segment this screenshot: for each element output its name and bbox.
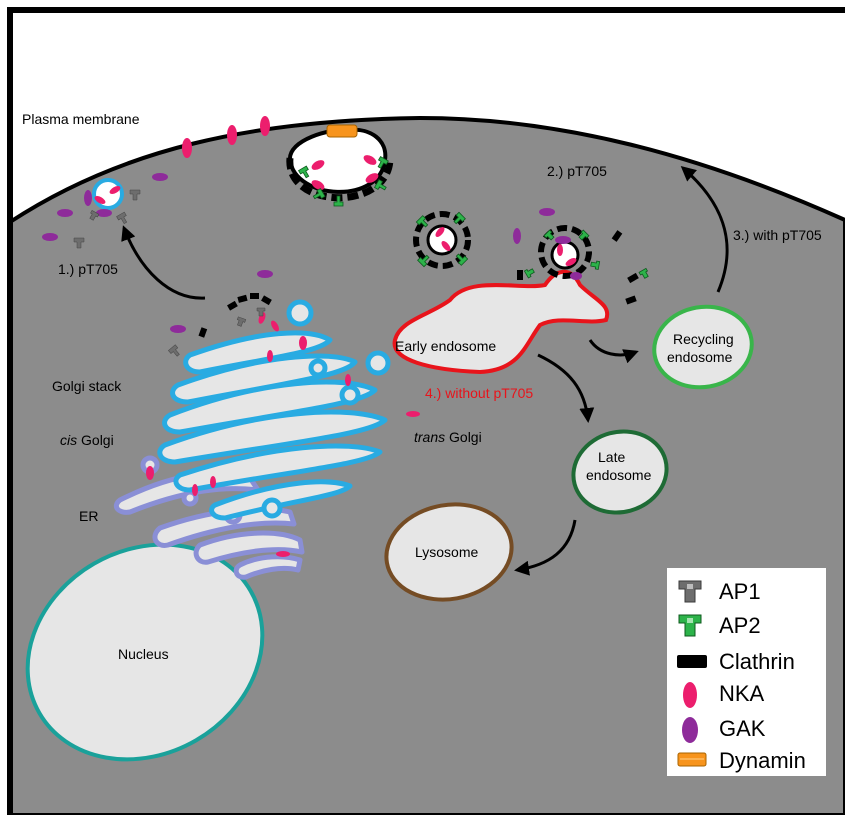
step4-label: 4.) without pT705 (425, 385, 533, 401)
nka-icon (683, 682, 697, 708)
late-endosome-label-2: endosome (586, 467, 652, 483)
golgi-budding-clathrin (198, 293, 272, 338)
legend-label-nka: NKA (719, 681, 765, 706)
er-label: ER (79, 508, 98, 524)
legend-label-gak: GAK (719, 716, 766, 741)
ap2-adaptors (297, 155, 649, 279)
frame-border (7, 7, 845, 815)
trans-italic: trans (414, 429, 445, 445)
dynamin-icon (677, 752, 707, 767)
arrow-early-to-late (537, 353, 595, 423)
dynamin-icon (326, 124, 358, 138)
legend-item-dynamin: Dynamin (667, 745, 826, 775)
recycling-endosome (652, 304, 754, 390)
lysosome (384, 502, 514, 602)
late-endosome-label-1: Late (598, 449, 625, 465)
recycling-endosome-label-2: endosome (667, 349, 733, 365)
cis-rest: Golgi (77, 432, 114, 448)
early-endosome-label: Early endosome (395, 338, 496, 354)
gak-icon (682, 717, 698, 743)
trans-rest: Golgi (445, 429, 482, 445)
plasma-membrane-label: Plasma membrane (22, 111, 140, 127)
legend-label-ap1: AP1 (719, 579, 761, 604)
cis-italic: cis (60, 432, 77, 448)
arrow-early-to-recycling (588, 339, 639, 364)
ap1-vesicle (92, 178, 124, 210)
arrow-recycling-to-membrane (680, 166, 729, 293)
golgi-stack (157, 299, 391, 521)
clathrin-icon (677, 655, 707, 668)
legend-label-clathrin: Clathrin (719, 649, 795, 674)
legend-item-gak: GAK (667, 713, 826, 743)
late-endosome (571, 429, 669, 515)
legend: AP1 AP2 Clathrin NKA GAK Dynamin (667, 568, 826, 776)
step1-label: 1.) pT705 (58, 261, 118, 277)
arrow-late-to-lysosome (514, 519, 577, 576)
golgi-stack-label: Golgi stack (52, 378, 122, 394)
nucleus-label: Nucleus (118, 646, 169, 662)
arrow-golgi-to-membrane (121, 225, 206, 300)
ap1-icon (678, 580, 702, 603)
legend-label-ap2: AP2 (719, 613, 761, 638)
recycling-endosome-label-1: Recycling (673, 331, 734, 347)
nka-pumps (94, 116, 577, 557)
cis-golgi-label: cis Golgi (60, 432, 114, 448)
gak-proteins (42, 173, 582, 333)
nucleus (25, 542, 265, 762)
step3-label: 3.) with pT705 (733, 227, 822, 243)
legend-item-ap1: AP1 (667, 576, 826, 606)
trans-golgi-label: trans Golgi (414, 429, 482, 445)
step2-label: 2.) pT705 (547, 163, 607, 179)
legend-label-dynamin: Dynamin (719, 748, 806, 773)
ap2-icon (678, 614, 702, 637)
ap1-adaptors (73, 189, 266, 357)
free-clathrin (517, 230, 639, 305)
legend-item-nka: NKA (667, 678, 826, 708)
early-endosome (392, 269, 610, 375)
legend-item-ap2: AP2 (667, 610, 826, 640)
trafficking-arrows (121, 166, 729, 576)
legend-item-clathrin: Clathrin (667, 646, 826, 676)
lysosome-label: Lysosome (415, 544, 479, 560)
